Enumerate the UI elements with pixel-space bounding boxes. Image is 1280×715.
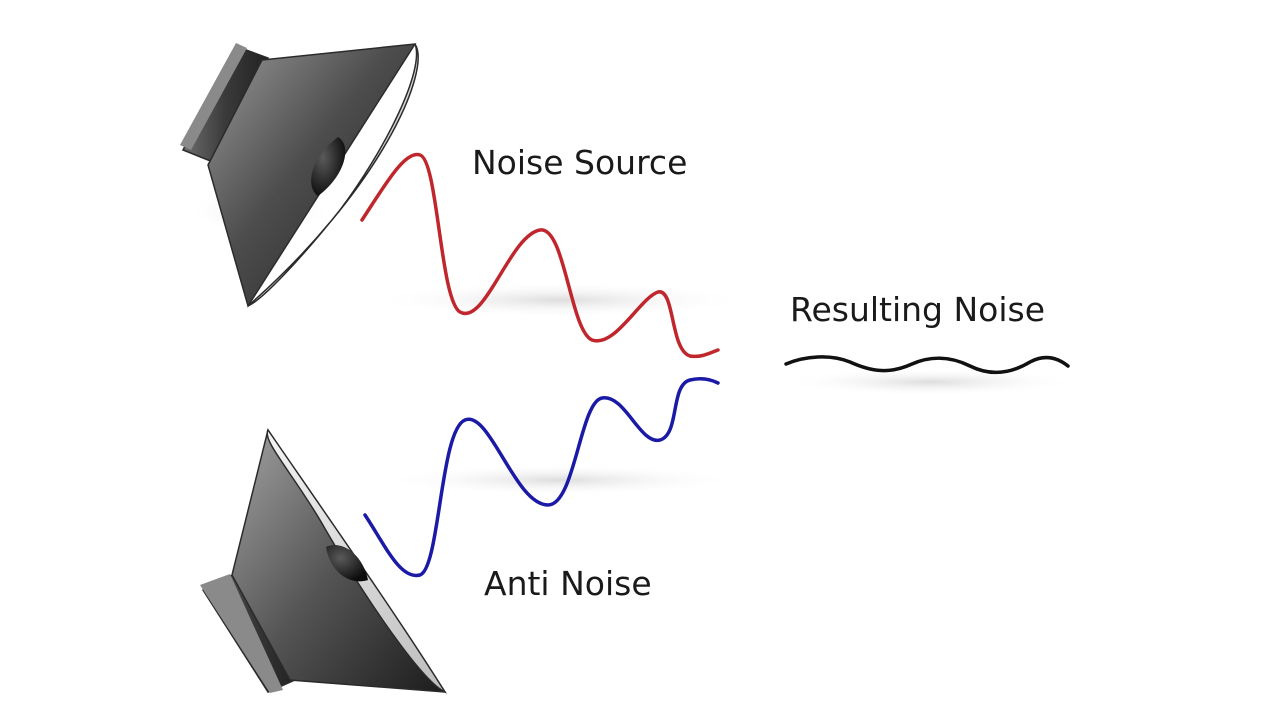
anti-noise-wave (363, 377, 720, 578)
noise-wave-shadow (370, 282, 750, 318)
noise-source-wave (360, 152, 720, 359)
bottom-speaker-icon (200, 428, 448, 694)
top-speaker-icon (180, 43, 419, 308)
anti-noise-label: Anti Noise (484, 564, 652, 603)
resulting-wave-shadow (780, 368, 1080, 396)
resulting-noise-label: Resulting Noise (790, 290, 1046, 329)
noise-source-label: Noise Source (472, 143, 688, 182)
resulting-noise-wave (784, 355, 1070, 375)
anti-wave-shadow (380, 464, 740, 496)
